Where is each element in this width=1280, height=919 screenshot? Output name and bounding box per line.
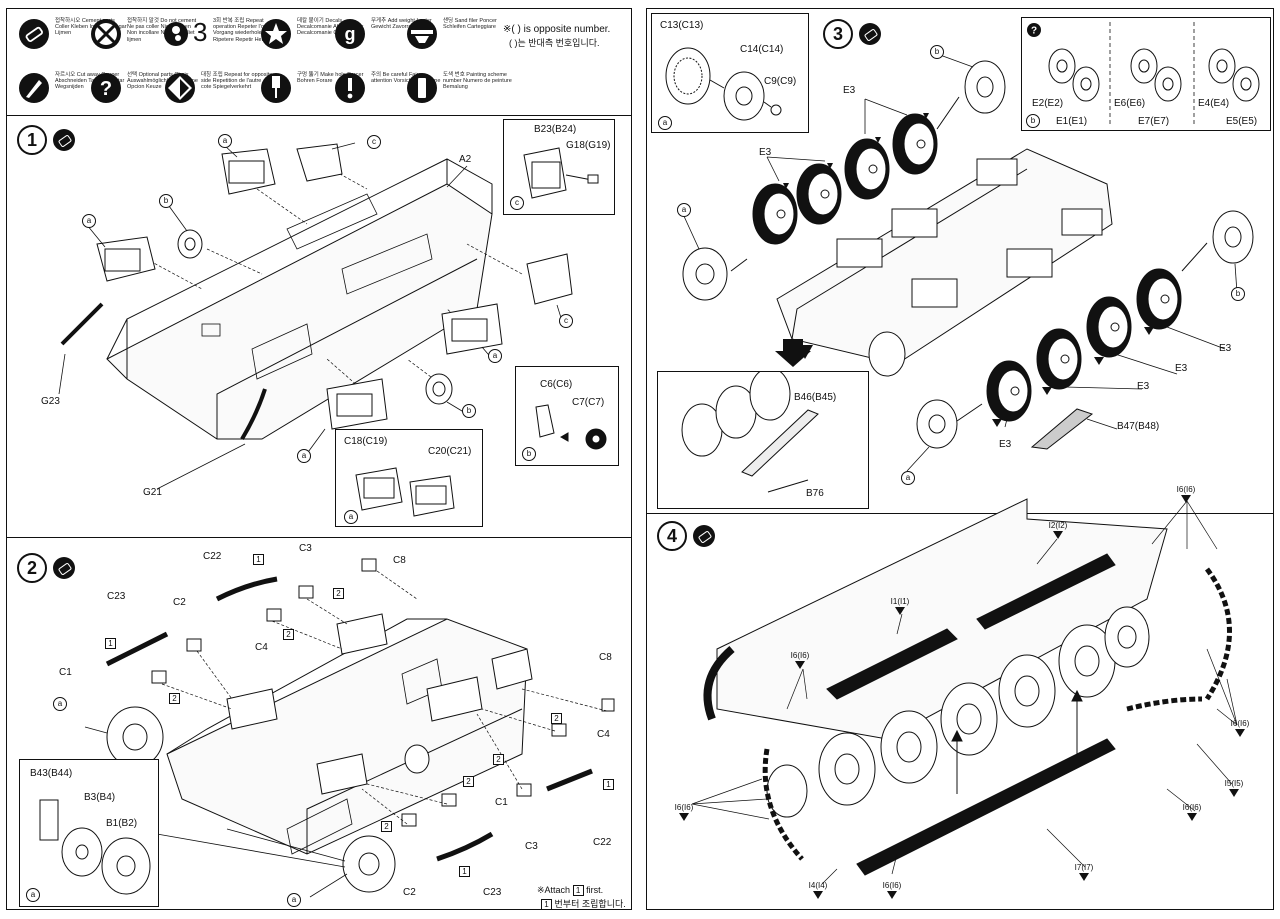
inset-a-drive-sprocket: C13(C13) C14(C14) C9(C9) a xyxy=(651,13,809,133)
inset-c-hatch: B23(B24) G18(G19) c xyxy=(503,119,615,215)
svg-text:?: ? xyxy=(100,78,112,100)
legend-cement: 접착하시오 Cement parts Coller Kleben Incolla… xyxy=(17,13,127,57)
note-opposite-number-kr: ( )는 반대측 번호입니다. xyxy=(509,38,600,48)
svg-text:?: ? xyxy=(1031,26,1037,37)
inset-track-guard: B46(B45) B76 xyxy=(657,371,869,509)
legend-symmetry: 대칭 조립 Repeat for opposite side Repetitio… xyxy=(163,67,273,111)
symbol-legend-row-1: 접착하시오 Cement parts Coller Kleben Incolla… xyxy=(7,13,631,61)
callout-a: a xyxy=(677,203,691,217)
question-icon: ? xyxy=(91,73,121,103)
order-2-marker: 2 xyxy=(551,713,562,724)
step-2-number: 2 xyxy=(17,553,47,583)
part-label-I5: I5(I5) xyxy=(1223,779,1245,797)
part-label-G23: G23 xyxy=(41,396,60,407)
note-opposite-number: ※( ) is opposite number. xyxy=(503,24,611,35)
knife-cut-icon xyxy=(19,73,49,103)
inset-a-sprocket: B43(B44) B3(B4) B1(B2) a xyxy=(19,759,159,907)
part-label-I6: I6(I6) xyxy=(673,803,695,821)
legend-weight: g 무게추 Add weight Lester Gewicht Zavorra … xyxy=(333,13,443,57)
star-decal-icon xyxy=(261,19,291,49)
part-label-I6: I6(I6) xyxy=(881,881,903,899)
legend-divider xyxy=(7,115,631,116)
note-attach: ※Attach 1 first. xyxy=(537,885,604,896)
part-label-I1: I1(I1) xyxy=(889,597,911,615)
step-divider xyxy=(647,513,1273,514)
legend-repeat: 3 3회 반복 조립 Repeat operation Repeter l'op… xyxy=(163,13,284,57)
callout-b: b xyxy=(159,194,173,208)
legend-cut: 자르시오 Cut away Couper Abschneiden Tagliar… xyxy=(17,67,127,111)
sand-file-icon xyxy=(407,19,437,49)
order-1-marker: 1 xyxy=(253,554,264,565)
note-attach-kr: 1 번부터 조립합니다. xyxy=(541,899,626,909)
step-3-running-gear-drawing xyxy=(682,54,1254,472)
order-2-marker: 2 xyxy=(463,776,474,787)
cement-icon xyxy=(19,19,49,49)
callout-a: a xyxy=(218,134,232,148)
cement-icon xyxy=(53,557,75,579)
part-label-I4: I4(I4) xyxy=(807,881,829,899)
callout-a: a xyxy=(901,471,915,485)
callout-a: a xyxy=(287,893,301,907)
instruction-page-left: 접착하시오 Cement parts Coller Kleben Incolla… xyxy=(6,8,632,910)
inset-b-idler-options: ? E2(E2) E1(E1) E6(E6) E7(E7) E4(E4) E5(… xyxy=(1021,17,1271,131)
part-label-I6: I6(I6) xyxy=(1229,719,1251,737)
drill-hole-icon xyxy=(261,73,291,103)
order-2-marker: 2 xyxy=(333,588,344,599)
symbol-legend-row-2: 자르시오 Cut away Couper Abschneiden Tagliar… xyxy=(7,67,631,115)
part-label-A2: A2 xyxy=(459,154,472,165)
part-label-I6: I6(I6) xyxy=(1181,803,1203,821)
part-label-I6: I6(I6) xyxy=(1175,485,1197,503)
no-cement-icon xyxy=(91,19,121,49)
down-arrow-icon xyxy=(775,339,811,367)
callout-a: a xyxy=(53,697,67,711)
cement-icon xyxy=(53,129,75,151)
exclamation-icon xyxy=(335,73,365,103)
callout-b: b xyxy=(1231,287,1245,301)
legend-caution: 주의 Be careful Faire attention Vorsicht A… xyxy=(333,67,443,111)
legend-decal: 데칼 붙이기 Decals Decalcomanie Abziehbilder … xyxy=(259,13,369,57)
symmetry-icon xyxy=(165,73,195,103)
part-label-G21: G21 xyxy=(143,487,162,498)
part-label-B47: B47(B48) xyxy=(1117,421,1160,432)
inset-b-roller: C6(C6) C7(C7) b xyxy=(515,366,619,466)
order-1-marker: 1 xyxy=(603,779,614,790)
part-label-I7: I7(I7) xyxy=(1073,863,1095,881)
part-label-I2: I2(I2) xyxy=(1047,521,1069,539)
step-1-hull-drawing xyxy=(58,142,573,490)
order-2-marker: 2 xyxy=(283,629,294,640)
order-1-marker: 1 xyxy=(459,866,470,877)
order-2-marker: 2 xyxy=(493,754,504,765)
paint-icon xyxy=(407,73,437,103)
step-4-number: 4 xyxy=(657,521,687,551)
callout-a: a xyxy=(488,349,502,363)
part-label-I6: I6(I6) xyxy=(789,651,811,669)
cement-icon xyxy=(859,23,881,45)
order-2-marker: 2 xyxy=(381,821,392,832)
legend-paint: 도색 번호 Painting scheme number Numero de p… xyxy=(405,67,515,111)
order-2-marker: 2 xyxy=(169,693,180,704)
repeat-icon xyxy=(164,22,188,46)
legend-optional: ? 선택 Optional parts Choix Auswahlmöglich… xyxy=(89,67,199,111)
callout-b: b xyxy=(930,45,944,59)
legend-drill: 구멍 뚫기 Make hole Percer Bohren Forare xyxy=(259,67,369,111)
callout-b: b xyxy=(462,404,476,418)
step-1-number: 1 xyxy=(17,125,47,155)
callout-c: c xyxy=(367,135,381,149)
svg-text:g: g xyxy=(345,24,356,44)
weight-icon: g xyxy=(335,19,365,49)
step-3-number: 3 xyxy=(823,19,853,49)
legend-sand: 샌딩 Sand filer Poncer Schleifen Carteggia… xyxy=(405,13,515,57)
step-divider xyxy=(7,537,631,538)
instruction-page-right: C13(C13) C14(C14) C9(C9) a 3 ? E2(E2) E1… xyxy=(646,8,1274,910)
step-2-hull-drawing xyxy=(84,558,615,898)
inset-a-bogie: C18(C19) C20(C21) a xyxy=(335,429,483,527)
cement-icon xyxy=(693,525,715,547)
step-4-tracks-drawing xyxy=(691,498,1238,885)
legend-no-cement: 접착하지 말것 Do not cement Ne pas coller Nich… xyxy=(89,13,199,57)
callout-c: c xyxy=(559,314,573,328)
callout-a: a xyxy=(297,449,311,463)
order-1-marker: 1 xyxy=(105,638,116,649)
callout-a: a xyxy=(82,214,96,228)
